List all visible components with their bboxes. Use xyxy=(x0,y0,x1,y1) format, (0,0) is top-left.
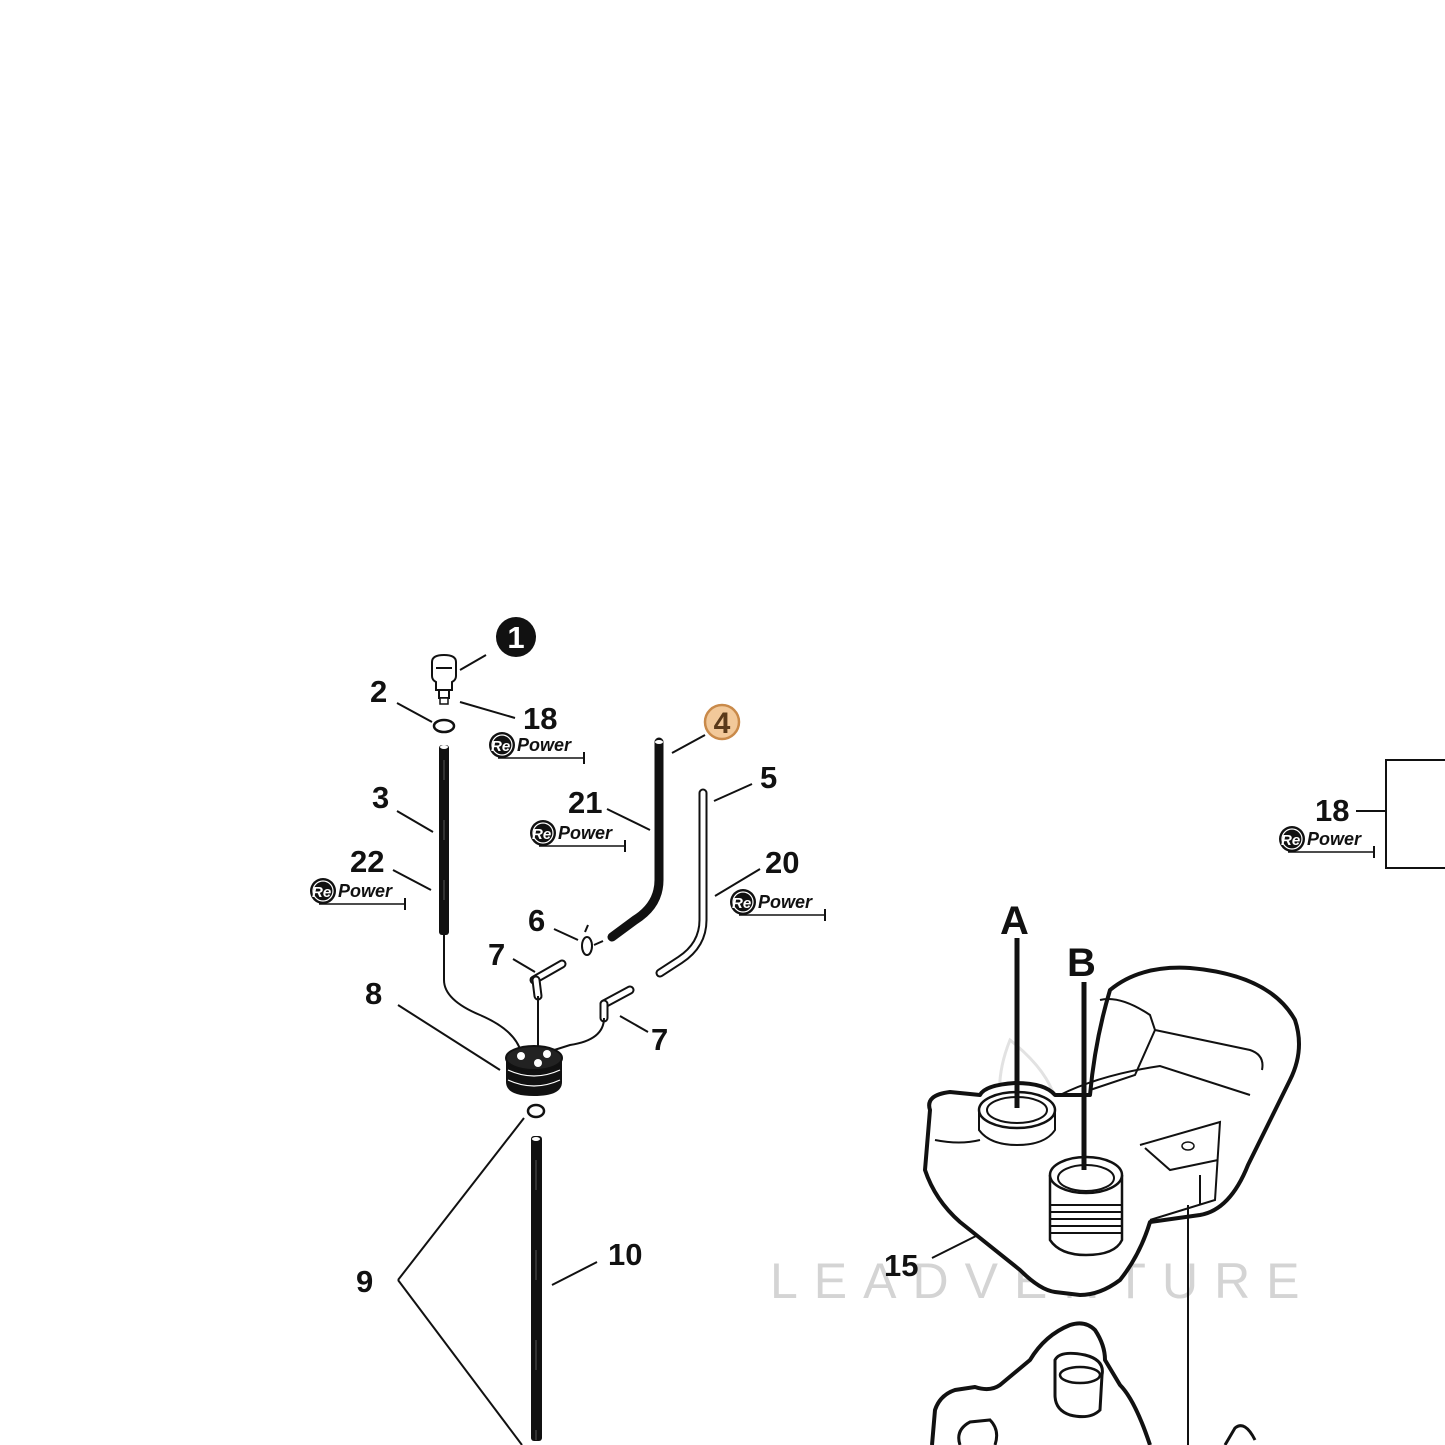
svg-text:Re: Re xyxy=(732,895,751,912)
part-hose-10 xyxy=(531,1136,542,1441)
leader-6 xyxy=(553,928,579,941)
leader-9-lower xyxy=(397,1279,523,1445)
callout-2: 2 xyxy=(370,674,387,709)
svg-text:Re: Re xyxy=(1281,832,1300,849)
callout-7-right: 7 xyxy=(651,1022,668,1057)
repower-badge-21: Re Power xyxy=(529,819,626,853)
part-fuel-tank-15 xyxy=(923,965,1301,1297)
repower-badge-20: Re Power xyxy=(729,888,826,922)
svg-text:Power: Power xyxy=(1307,829,1362,849)
part-ring-9 xyxy=(526,1103,546,1119)
callout-4: 4 xyxy=(714,707,731,740)
leader-22 xyxy=(392,869,432,891)
leader-8 xyxy=(397,1004,501,1071)
leader-10 xyxy=(551,1261,598,1286)
callout-1-circle xyxy=(496,617,536,657)
leader-21 xyxy=(606,808,651,831)
svg-text:Power: Power xyxy=(517,735,572,755)
callout-5: 5 xyxy=(760,760,777,795)
marker-A: A xyxy=(1000,899,1029,943)
svg-text:Power: Power xyxy=(758,892,813,912)
svg-text:Re: Re xyxy=(532,826,551,843)
leader-9-upper xyxy=(397,1117,525,1281)
part-fuel-filter xyxy=(431,653,457,705)
bracket-right xyxy=(1385,759,1445,869)
callout-3: 3 xyxy=(372,780,389,815)
svg-text:Re: Re xyxy=(312,884,331,901)
leader-2 xyxy=(396,702,433,723)
callout-8: 8 xyxy=(365,976,382,1011)
leader-1 xyxy=(459,654,487,671)
repower-badge-22: Re Power xyxy=(309,877,406,911)
marker-B: B xyxy=(1067,941,1096,985)
part-hose-3 xyxy=(439,745,449,935)
part-elbow-7-right xyxy=(599,985,635,1023)
callout-15: 15 xyxy=(884,1248,918,1283)
leader-20 xyxy=(714,868,761,897)
svg-text:Power: Power xyxy=(558,823,613,843)
callout-1: 1 xyxy=(507,620,524,655)
part-clip-6 xyxy=(581,924,604,956)
part-elbow-7-left xyxy=(529,959,567,1001)
callout-21: 21 xyxy=(568,785,602,820)
leader-4 xyxy=(671,734,706,754)
callout-6: 6 xyxy=(528,903,545,938)
callout-22: 22 xyxy=(350,844,384,879)
hose-path-3 xyxy=(443,935,522,1053)
part-grommet-8 xyxy=(505,1045,563,1096)
leader-15 xyxy=(931,1234,979,1259)
leader-18-top xyxy=(459,701,516,719)
callout-10: 10 xyxy=(608,1237,642,1272)
callout-9: 9 xyxy=(356,1264,373,1299)
leader-5 xyxy=(713,783,753,802)
callout-18-top: 18 xyxy=(523,701,557,736)
leader-7-right xyxy=(619,1015,649,1033)
hose-path-7b xyxy=(547,1017,605,1053)
svg-text:Re: Re xyxy=(491,738,510,755)
leader-7-left xyxy=(512,958,536,973)
part-o-ring xyxy=(432,718,456,734)
leader-3 xyxy=(396,810,434,833)
part-housing-lower xyxy=(930,1321,1257,1445)
repower-badge-18-top: Re Power xyxy=(488,731,585,765)
callout-4-highlight xyxy=(703,703,741,741)
repower-badge-18-right: Re Power xyxy=(1278,825,1375,859)
part-hose-4 xyxy=(607,737,664,942)
callout-7-left: 7 xyxy=(488,937,505,972)
part-hose-5 xyxy=(655,788,708,978)
callout-18-right: 18 xyxy=(1315,793,1349,828)
svg-text:Power: Power xyxy=(338,881,393,901)
callout-20: 20 xyxy=(765,845,799,880)
